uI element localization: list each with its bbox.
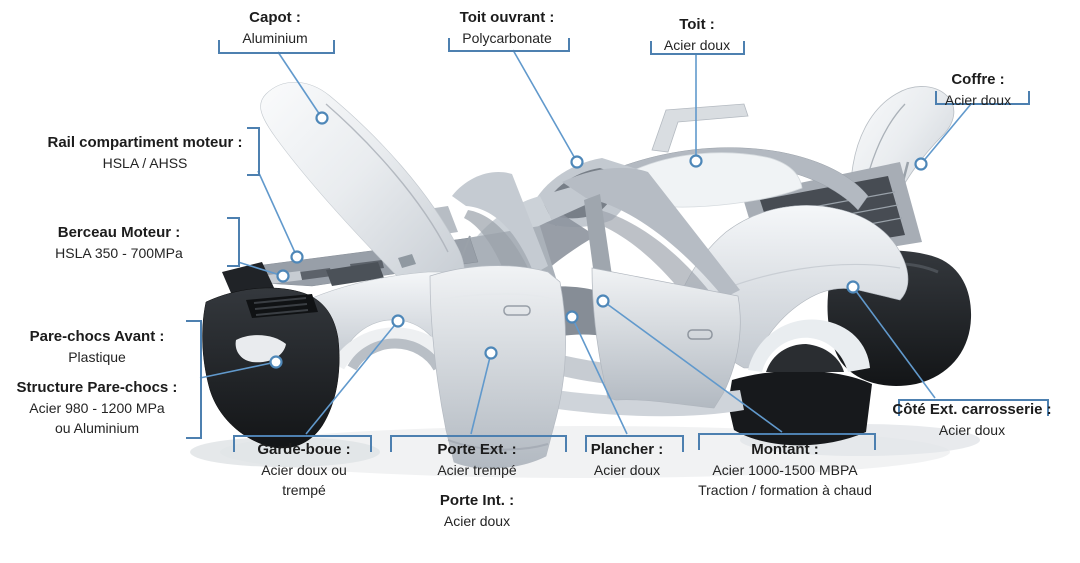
marker-montant bbox=[596, 294, 610, 308]
leader-rail bbox=[257, 170, 298, 258]
callout-porte-int: Porte Int. : Acier doux bbox=[397, 491, 557, 531]
marker-cote-ext bbox=[846, 280, 860, 294]
bracket-pare-chocs bbox=[186, 320, 202, 439]
callout-value: trempé bbox=[282, 482, 326, 498]
callout-title: Plancher : bbox=[590, 441, 664, 458]
front-bumper bbox=[202, 287, 340, 449]
callout-value: HSLA 350 - 700MPa bbox=[55, 245, 183, 261]
callout-coffre: Coffre : Acier doux bbox=[878, 70, 1078, 110]
callout-rail: Rail compartiment moteur : HSLA / AHSS bbox=[30, 133, 260, 173]
bracket-porte-ext bbox=[390, 435, 567, 452]
marker-plancher bbox=[565, 310, 579, 324]
leader-pare-chocs bbox=[199, 361, 277, 379]
callout-value: Acier 980 - 1200 MPa bbox=[29, 400, 165, 416]
callout-value: HSLA / AHSS bbox=[102, 155, 188, 171]
callout-lines bbox=[199, 49, 972, 435]
bracket-berceau bbox=[227, 217, 240, 267]
bracket-rail bbox=[247, 127, 260, 176]
callout-title: Rail compartiment moteur : bbox=[47, 134, 243, 151]
callout-cote-ext: Côté Ext. carrosserie : Acier doux bbox=[872, 400, 1072, 440]
callout-value: Acier trempé bbox=[437, 462, 517, 478]
marker-capot bbox=[315, 111, 329, 125]
marker-pare-chocs bbox=[269, 355, 283, 369]
callout-title: Porte Int. : bbox=[439, 492, 515, 509]
callout-title: Porte Ext. : bbox=[437, 441, 517, 458]
rear-door bbox=[562, 167, 741, 409]
callout-value: Acier doux bbox=[443, 513, 511, 529]
callout-title: Pare-chocs Avant : bbox=[29, 328, 165, 345]
marker-toit-ouvrant bbox=[570, 155, 584, 169]
leader-garde-boue bbox=[305, 320, 399, 435]
callout-title: Toit ouvrant : bbox=[459, 9, 555, 26]
callout-pare-chocs: Pare-chocs Avant : Plastique Structure P… bbox=[6, 327, 188, 438]
callout-value: Acier doux ou bbox=[261, 462, 347, 478]
bracket-montant bbox=[698, 433, 876, 450]
marker-porte-ext bbox=[484, 346, 498, 360]
callout-toit-ouvrant: Toit ouvrant : Polycarbonate bbox=[407, 8, 607, 48]
front-door bbox=[429, 172, 566, 469]
callout-title: Capot : bbox=[249, 9, 301, 26]
marker-garde-boue bbox=[391, 314, 405, 328]
leader-toit-ouvrant bbox=[512, 49, 578, 163]
leader-berceau bbox=[237, 261, 284, 277]
bracket-garde-boue bbox=[233, 435, 372, 452]
callout-value: Plastique bbox=[68, 349, 126, 365]
callout-porte-ext: Porte Ext. : Acier trempé bbox=[397, 440, 557, 480]
callout-value: Acier doux bbox=[938, 422, 1006, 438]
car-illustration bbox=[202, 82, 972, 469]
callout-value: Acier doux bbox=[663, 37, 731, 53]
marker-rail bbox=[290, 250, 304, 264]
callout-capot: Capot : Aluminium bbox=[175, 8, 375, 48]
callout-berceau: Berceau Moteur : HSLA 350 - 700MPa bbox=[10, 223, 228, 263]
leader-porte-ext bbox=[470, 352, 492, 435]
callout-value: Acier doux bbox=[593, 462, 661, 478]
callout-plancher: Plancher : Acier doux bbox=[547, 440, 707, 480]
callout-value: Traction / formation à chaud bbox=[698, 482, 872, 498]
callout-value: Acier 1000-1500 MBPA bbox=[712, 462, 858, 478]
marker-toit bbox=[689, 154, 703, 168]
callout-value: Polycarbonate bbox=[462, 30, 552, 46]
bracket-plancher bbox=[585, 435, 684, 452]
callout-value: Aluminium bbox=[242, 30, 308, 46]
bracket-toit-ouvrant bbox=[448, 38, 570, 52]
callout-title: Coffre : bbox=[951, 71, 1005, 88]
callout-title: Toit : bbox=[679, 16, 715, 33]
sunroof-panel-raised bbox=[651, 103, 749, 153]
bracket-cote-ext bbox=[898, 399, 1049, 416]
callout-toit: Toit : Acier doux bbox=[597, 15, 797, 55]
marker-coffre bbox=[914, 157, 928, 171]
callout-title: Berceau Moteur : bbox=[57, 224, 181, 241]
callout-title: Côté Ext. carrosserie : bbox=[892, 401, 1052, 418]
rear-wheel-arch bbox=[748, 319, 870, 372]
bracket-coffre bbox=[935, 91, 1030, 105]
leader-capot bbox=[277, 51, 323, 119]
callout-title: Garde-boue : bbox=[257, 441, 351, 458]
callout-markers bbox=[269, 111, 928, 369]
bracket-capot bbox=[218, 40, 335, 54]
bracket-toit bbox=[650, 41, 745, 55]
callout-value: Acier doux bbox=[944, 92, 1012, 108]
leader-montant bbox=[602, 300, 783, 433]
callout-montant: Montant : Acier 1000-1500 MBPA Traction … bbox=[663, 440, 907, 500]
leader-cote-ext bbox=[852, 286, 936, 399]
callout-title: Montant : bbox=[751, 441, 819, 458]
callout-title: Structure Pare-chocs : bbox=[16, 379, 178, 396]
leader-plancher bbox=[571, 316, 628, 435]
marker-berceau bbox=[276, 269, 290, 283]
leader-coffre bbox=[920, 103, 972, 165]
callout-garde-boue: Garde-boue : Acier doux ou trempé bbox=[224, 440, 384, 500]
callout-value: ou Aluminium bbox=[54, 420, 140, 436]
